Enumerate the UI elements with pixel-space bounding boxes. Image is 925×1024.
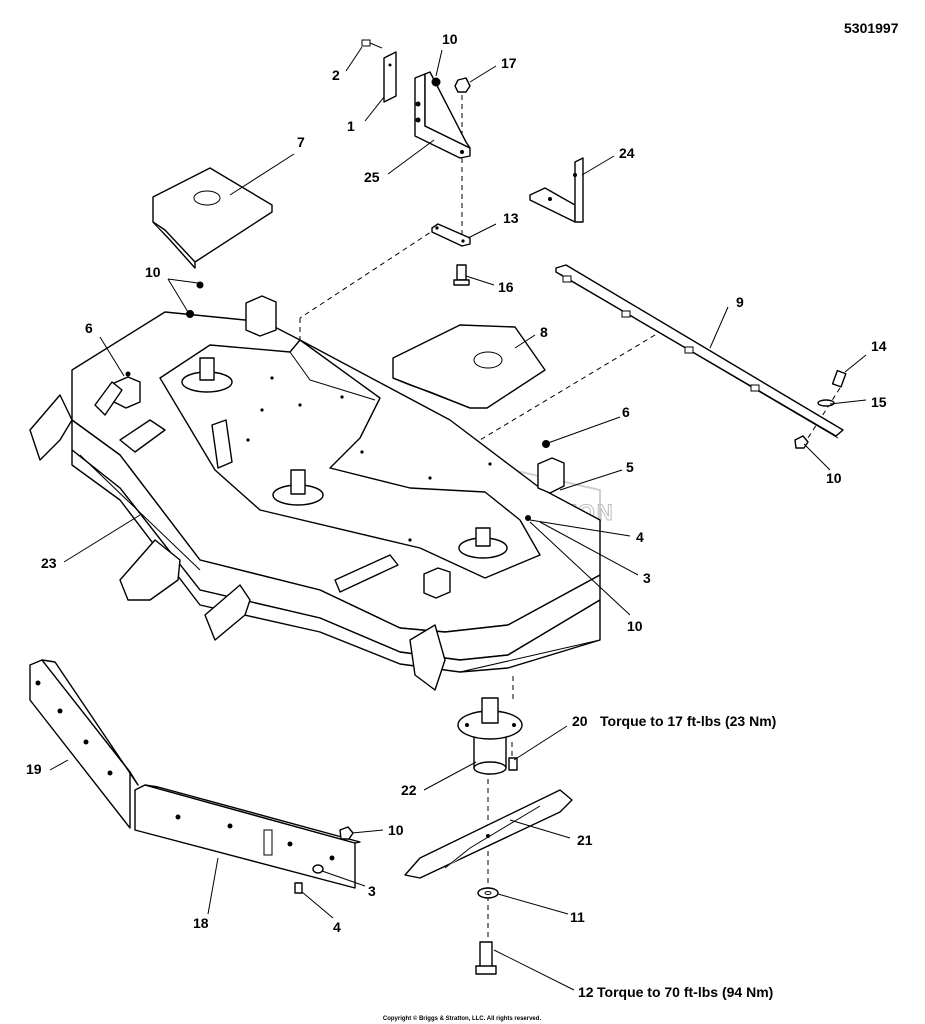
callout-4-right: 4	[636, 529, 644, 545]
part-16-bolt	[453, 264, 470, 286]
part-13-bracket	[431, 223, 471, 247]
part-10-nut-top	[431, 77, 441, 87]
callout-10-left: 10	[145, 264, 161, 280]
callout-12: 12	[578, 984, 594, 1000]
callout-4-bottom: 4	[333, 919, 341, 935]
part-20-bolt	[508, 757, 518, 771]
callout-13: 13	[503, 210, 519, 226]
callout-15: 15	[871, 394, 887, 410]
part-12-bolt	[475, 941, 497, 975]
torque-note-12: Torque to 70 ft-lbs (94 Nm)	[597, 984, 773, 1000]
callout-14: 14	[871, 338, 887, 354]
callout-10-top: 10	[442, 31, 458, 47]
part-17-nut	[454, 77, 471, 93]
callout-11: 11	[570, 909, 585, 925]
callout-8: 8	[540, 324, 548, 340]
torque-note-20: Torque to 17 ft-lbs (23 Nm)	[600, 713, 776, 729]
callout-21: 21	[577, 832, 593, 848]
callout-22: 22	[401, 782, 417, 798]
callout-10-bottom: 10	[388, 822, 404, 838]
callout-24: 24	[619, 145, 635, 161]
part-6-block-left	[125, 371, 131, 377]
callout-6-left: 6	[85, 320, 93, 336]
part-7-spindle-cover	[152, 167, 273, 269]
part-25-bracket	[414, 71, 471, 159]
callout-23: 23	[41, 555, 57, 571]
copyright-text: Copyright © Briggs & Stratton, LLC. All …	[383, 1015, 542, 1022]
callout-16: 16	[498, 279, 514, 295]
part-9-baffle	[555, 264, 844, 439]
callout-19: 19	[26, 761, 42, 777]
callout-18: 18	[193, 915, 209, 931]
callout-7: 7	[297, 134, 305, 150]
callout-5: 5	[626, 459, 634, 475]
callout-1: 1	[347, 118, 355, 134]
part-18-baffle	[134, 784, 361, 889]
callout-20: 20	[572, 713, 588, 729]
callout-labels: 2 1 10 17 25 7 24 13 16 10 9 6 8 14 15 6…	[26, 31, 887, 1000]
part-14-bolt	[831, 369, 847, 388]
part-22-spindle	[457, 697, 523, 775]
callout-3-right: 3	[643, 570, 651, 586]
part-8-spindle-cover	[392, 324, 546, 409]
document-number: 5301997	[844, 20, 899, 36]
part-3-washer-bottom	[312, 864, 324, 874]
part-4-bolt-bottom	[294, 882, 303, 894]
callout-6-right: 6	[622, 404, 630, 420]
part-2-bolt	[361, 39, 383, 49]
part-15-washer	[817, 399, 835, 407]
callout-2: 2	[332, 67, 340, 83]
callout-10-right: 10	[826, 470, 842, 486]
leader-lines	[49, 46, 867, 991]
part-19-baffle	[29, 659, 139, 829]
part-10-nut-bottom	[339, 826, 354, 840]
callout-17: 17	[501, 55, 517, 71]
part-1-plate	[383, 51, 397, 103]
callout-25: 25	[364, 169, 380, 185]
part-10-nut-deck	[196, 281, 204, 289]
callout-9: 9	[736, 294, 744, 310]
part-24-bracket	[529, 157, 584, 223]
callout-3-bottom: 3	[368, 883, 376, 899]
callout-10-mid: 10	[627, 618, 643, 634]
part-6-block-right	[542, 440, 550, 448]
part-11-washer	[477, 887, 499, 899]
part-23-deck	[29, 295, 601, 691]
